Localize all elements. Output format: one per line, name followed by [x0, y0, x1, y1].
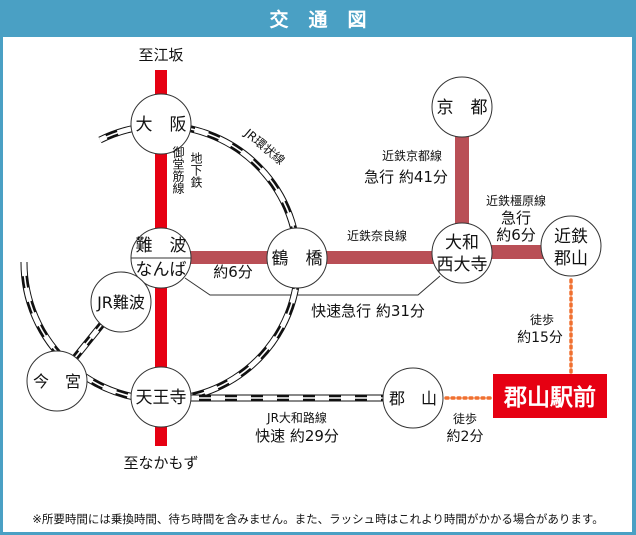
station-koriyama-label: 郡 山	[389, 389, 437, 408]
station-kintetsu-koriyama-label-1: 近鉄	[554, 227, 588, 247]
destination-label: 郡山駅前	[503, 384, 596, 411]
station-imamiya-label: 今 宮	[33, 372, 81, 391]
station-imamiya[interactable]	[26, 350, 88, 412]
to-esaka-label: 至江坂	[138, 46, 183, 64]
footnote: ※所要時間には乗換時間、待ち時間を含みません。また、ラッシュ時はこれより時間がか…	[32, 512, 603, 526]
yamatoji-rapid-label: 快速 約29分	[255, 427, 339, 445]
destination-box[interactable]	[493, 374, 607, 418]
kyoto-line-label: 近鉄京都線	[382, 148, 442, 163]
station-kyoto[interactable]	[431, 76, 493, 138]
station-namba-kana-label: なんば	[136, 260, 187, 280]
subway-label-1: 地下鉄	[189, 152, 203, 188]
station-tennoji[interactable]	[130, 366, 192, 428]
station-tsuruhashi[interactable]	[266, 227, 328, 289]
yamatoji-line-label: JR大和路線	[266, 410, 327, 425]
station-tennoji-label: 天王寺	[136, 388, 187, 408]
walk-1-label: 徒歩	[530, 312, 554, 327]
header-bar: 交通図	[0, 0, 636, 37]
station-saidaiji-label-1: 大和	[445, 233, 479, 253]
kashihara-line-label: 近鉄橿原線	[486, 193, 546, 208]
page-title: 交通図	[269, 9, 387, 31]
rapid-express-label: 快速急行 約31分	[311, 302, 425, 320]
walk-1-time: 約15分	[517, 330, 563, 346]
station-saidaiji-label-2: 西大寺	[437, 255, 488, 275]
station-namba-label: 難 波	[136, 236, 187, 256]
walk-2-label: 徒歩	[453, 411, 477, 426]
subway-label-2: 御堂筋線	[171, 145, 185, 194]
station-koriyama[interactable]	[382, 367, 444, 429]
station-jr-namba-label: JR難波	[96, 293, 145, 312]
rapid-express-route	[184, 275, 441, 296]
station-kyoto-label: 京 都	[437, 98, 488, 118]
station-osaka[interactable]	[130, 93, 192, 155]
namba-tsuruhashi-time: 約6分	[213, 263, 253, 281]
station-kintetsu-koriyama[interactable]	[540, 215, 602, 277]
nara-line-label: 近鉄奈良線	[347, 228, 407, 243]
kintetsu-kyoto-line	[455, 107, 469, 252]
station-yamato-saidaiji[interactable]	[431, 222, 493, 284]
kashihara-time-label: 約6分	[496, 226, 536, 244]
kyoto-express-label: 急行 約41分	[364, 168, 448, 186]
walk-2-time: 約2分	[447, 429, 484, 445]
station-osaka-label: 大 阪	[136, 115, 187, 135]
station-kintetsu-koriyama-label-2: 郡山	[554, 249, 588, 269]
station-tsuruhashi-label: 鶴 橋	[272, 249, 323, 269]
to-nakamozu-label: 至なかもず	[123, 454, 198, 472]
kashihara-express-label: 急行	[501, 209, 531, 227]
station-jr-namba[interactable]	[90, 271, 152, 333]
